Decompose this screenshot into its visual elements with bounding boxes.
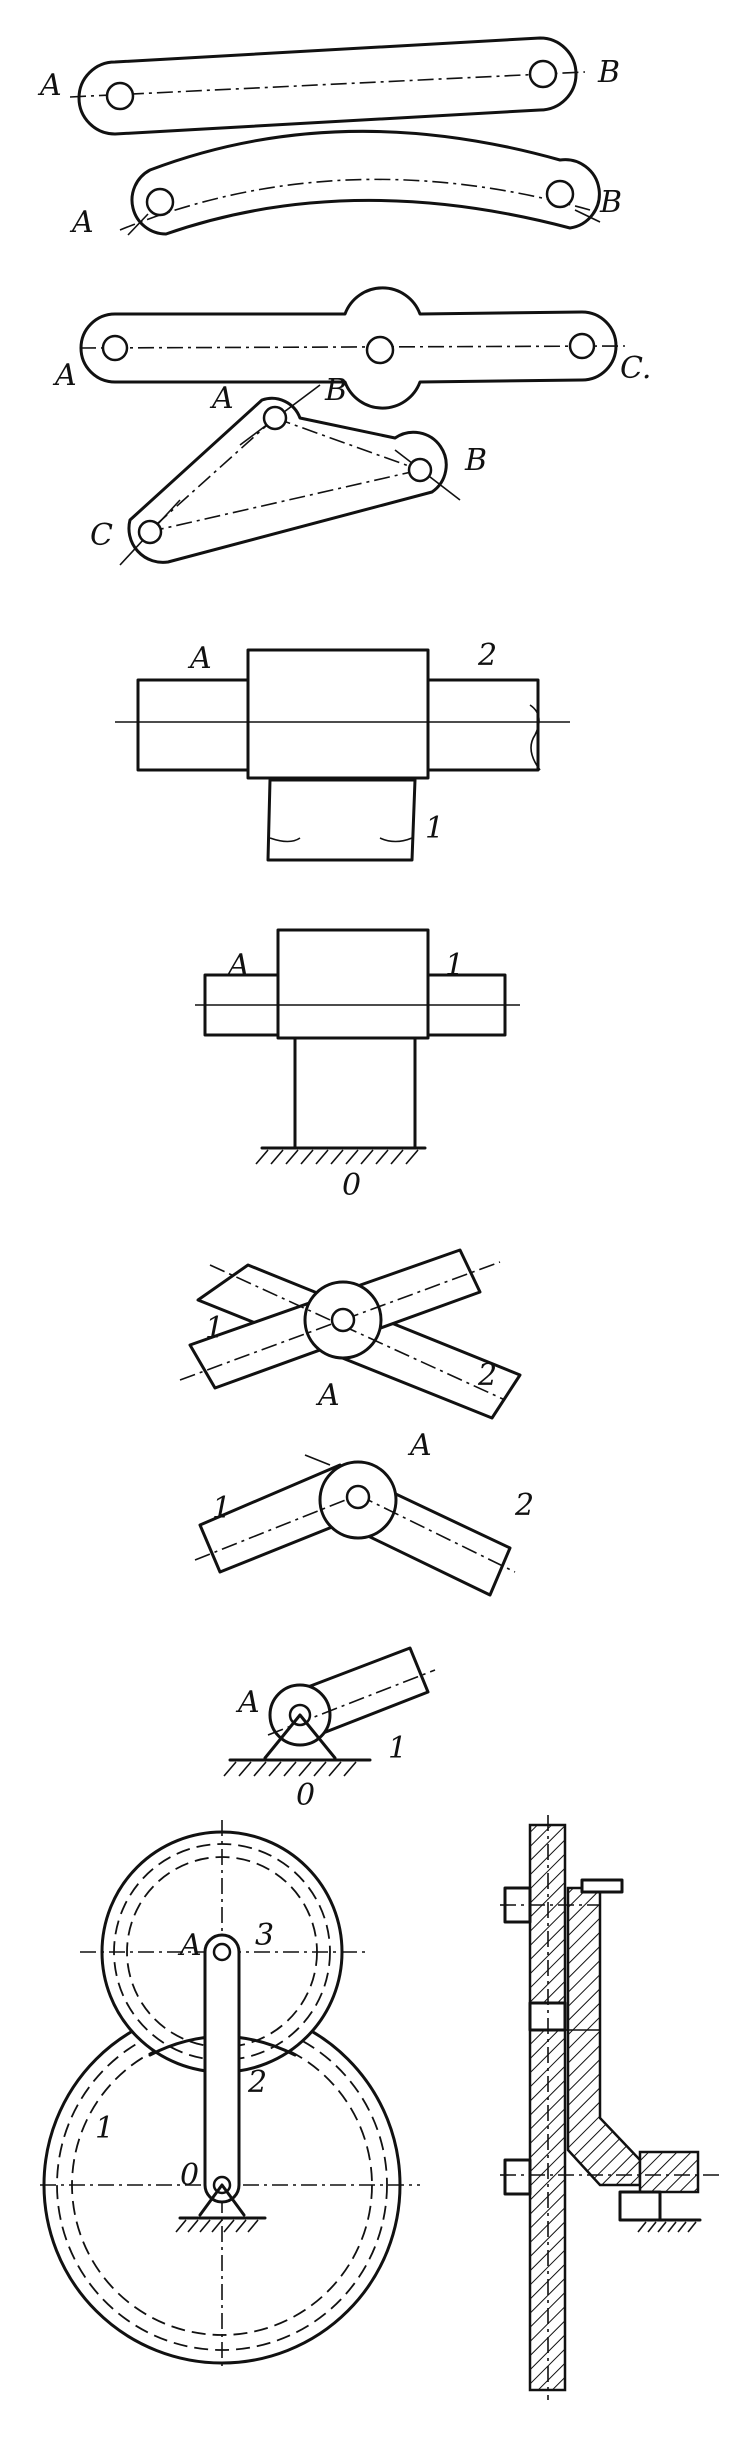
label-slider: 1 (425, 811, 444, 846)
label-link-1: 1 (205, 1311, 224, 1346)
label-c: C. (620, 351, 651, 386)
label-link-1: 1 (212, 1491, 231, 1526)
label-link: 1 (388, 1731, 407, 1766)
label-gear-1: 1 (95, 2111, 114, 2146)
three-hole-link-figure: A C. (52, 286, 651, 410)
label-frame: 0 (342, 1168, 361, 1203)
label-arm-2: 2 (247, 2065, 267, 2100)
crossed-links-figure: 1 2 A (179, 1248, 522, 1420)
ground-pivot-figure: A 1 0 (223, 1646, 436, 1813)
label-a: A (315, 1378, 340, 1413)
slider-on-frame-figure: A 1 0 (195, 928, 520, 1203)
straight-link-figure: A B (37, 36, 620, 136)
label-b: B (599, 185, 622, 220)
label-a: A (209, 381, 234, 416)
label-a: A (407, 1428, 432, 1463)
label-a: A (235, 1685, 260, 1720)
label-a: A (177, 1928, 202, 1963)
label-link-2: 2 (514, 1488, 534, 1523)
triangle-link-figure: A B B C (90, 373, 487, 566)
gear-train-side-section (500, 1815, 720, 2400)
label-gear-3: 3 (255, 1918, 274, 1953)
label-link-2: 2 (477, 1358, 497, 1393)
label-a: A (187, 641, 212, 676)
label-a: A (37, 68, 62, 103)
label-pivot-0: 0 (180, 2158, 199, 2193)
slider-on-rod-figure: A 2 1 (115, 638, 570, 862)
label-a: A (69, 205, 94, 240)
gear-train-front-view: A 3 2 1 0 (40, 1820, 420, 2370)
label-rod: 2 (477, 638, 497, 673)
label-frame: 0 (296, 1778, 315, 1813)
label-b-top: B (324, 373, 347, 408)
label-b: B (597, 55, 620, 90)
label-b-right: B (464, 443, 487, 478)
label-rod: 1 (445, 948, 464, 983)
angled-links-figure: 1 A 2 (194, 1428, 534, 1597)
label-a: A (52, 358, 77, 393)
label-a: A (225, 948, 250, 983)
label-c: C (90, 518, 113, 553)
curved-link-figure: A B (69, 129, 622, 240)
